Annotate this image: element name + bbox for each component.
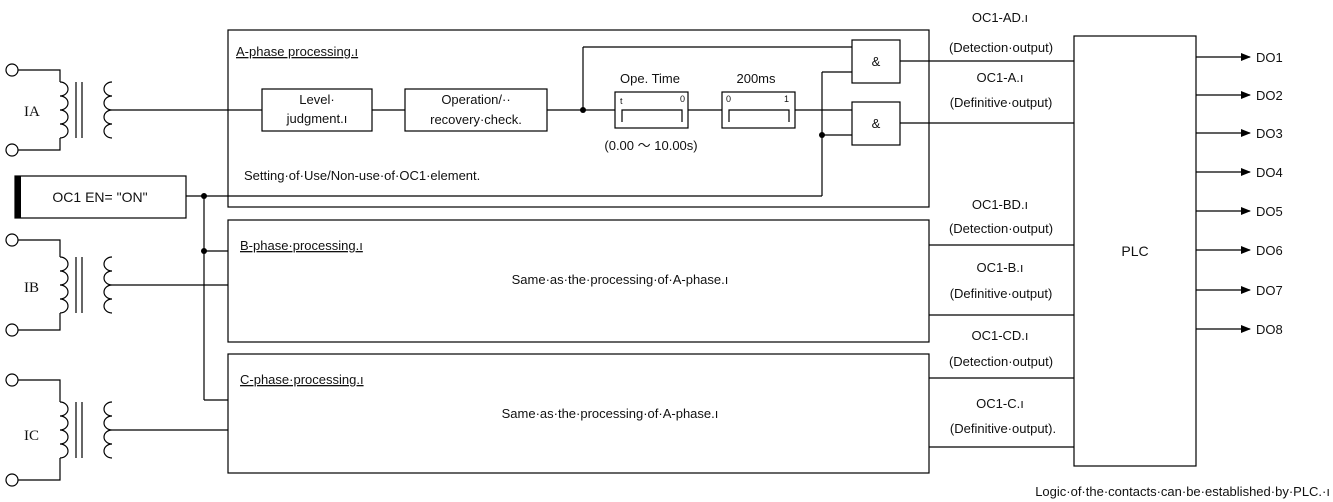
operation-recovery-box (404, 88, 548, 132)
ct-ic: IC (5, 373, 113, 487)
signal-oc1-cd: OC1-CD.ı (971, 328, 1028, 343)
signal-oc1-b-desc: (Definitive·output) (950, 286, 1053, 301)
phase-c-same: Same·as·the·processing·of·A-phase.ı (502, 406, 719, 421)
signal-oc1-bd: OC1-BD.ı (972, 197, 1028, 212)
output-do2: DO2 (1196, 88, 1283, 103)
terminal-icon (5, 323, 19, 337)
ic-label: IC (24, 428, 39, 444)
level-label-1: Level· (299, 92, 334, 107)
ct-ia: IA (5, 63, 113, 157)
timer2-label: 200ms (736, 71, 776, 86)
phase-a-title: A-phase processing.ı (236, 44, 358, 59)
signal-oc1-c: OC1-C.ı (976, 396, 1024, 411)
timer1-label: Ope. Time (620, 71, 680, 86)
footnote: Logic·of·the·contacts·can·be·established… (1035, 484, 1330, 499)
output-label: DO7 (1256, 283, 1283, 298)
ia-label: IA (24, 104, 40, 120)
output-label: DO8 (1256, 322, 1283, 337)
phase-b-block: B-phase·processing.ı Same·as·the·process… (227, 219, 930, 343)
signal-oc1-ad-desc: (Detection·output) (949, 40, 1053, 55)
timer2-one: 1 (784, 94, 789, 104)
output-do8: DO8 (1196, 322, 1283, 337)
signal-labels: OC1-AD.ı (Detection·output) OC1-A.ı (Def… (949, 10, 1056, 436)
setting-text: Setting·of·Use/Non-use·of·OC1·element. (244, 168, 480, 183)
signal-oc1-ad: OC1-AD.ı (972, 10, 1028, 25)
output-do4: DO4 (1196, 165, 1283, 180)
phase-c-block: C-phase·processing.ı Same·as·the·process… (227, 353, 930, 474)
terminal-icon (5, 63, 19, 77)
output-do3: DO3 (1196, 126, 1283, 141)
output-label: DO1 (1256, 50, 1283, 65)
level-judgment-box (261, 88, 373, 132)
output-do1: DO1 (1196, 50, 1283, 65)
and-gate-1-label: & (872, 54, 881, 69)
signal-oc1-bd-desc: (Detection·output) (949, 221, 1053, 236)
phase-c-title: C-phase·processing.ı (240, 372, 364, 387)
signal-oc1-b: OC1-B.ı (977, 260, 1024, 275)
output-label: DO5 (1256, 204, 1283, 219)
signal-oc1-cd-desc: (Detection·output) (949, 354, 1053, 369)
enable-label: OC1 EN= "ON" (52, 189, 147, 205)
timer2-zero: 0 (726, 94, 731, 104)
output-label: DO3 (1256, 126, 1283, 141)
signal-oc1-a: OC1-A.ı (977, 70, 1024, 85)
plc-label: PLC (1121, 243, 1148, 259)
phase-b-title: B-phase·processing.ı (240, 238, 363, 253)
and-gate-definitive (851, 101, 901, 146)
phase-b-same: Same·as·the·processing·of·A-phase.ı (512, 272, 729, 287)
signal-lines (900, 57, 1084, 451)
terminal-icon (5, 143, 19, 157)
signal-oc1-c-desc: (Definitive·output). (950, 421, 1056, 436)
signal-oc1-a-desc: (Definitive·output) (950, 95, 1053, 110)
ib-label: IB (24, 280, 39, 296)
plc-outputs: DO1 DO2 DO3 DO4 DO5 DO6 DO7 DO8 (1196, 50, 1283, 337)
oprec-label-1: Operation/·· (441, 92, 510, 107)
output-do5: DO5 (1196, 204, 1283, 219)
terminal-icon (5, 373, 19, 387)
phase-a-block: A-phase processing.ı Level· judgment.ı O… (227, 29, 930, 208)
level-label-2: judgment.ı (286, 111, 348, 126)
terminal-icon (5, 473, 19, 487)
oprec-label-2: recovery·check. (430, 112, 522, 127)
enable-block: OC1 EN= "ON" (14, 175, 187, 219)
timer1-t: t (620, 96, 623, 106)
output-label: DO4 (1256, 165, 1283, 180)
and-gate-detection (851, 39, 901, 84)
ct-ib: IB (5, 233, 113, 337)
output-label: DO6 (1256, 243, 1283, 258)
timer1-zero: 0 (680, 94, 685, 104)
output-do6: DO6 (1196, 243, 1283, 258)
output-do7: DO7 (1196, 283, 1283, 298)
and-gate-2-label: & (872, 116, 881, 131)
terminal-icon (5, 233, 19, 247)
timer1-range: (0.00 〜 10.00s) (604, 138, 697, 153)
plc-block: PLC (1073, 35, 1197, 467)
output-label: DO2 (1256, 88, 1283, 103)
